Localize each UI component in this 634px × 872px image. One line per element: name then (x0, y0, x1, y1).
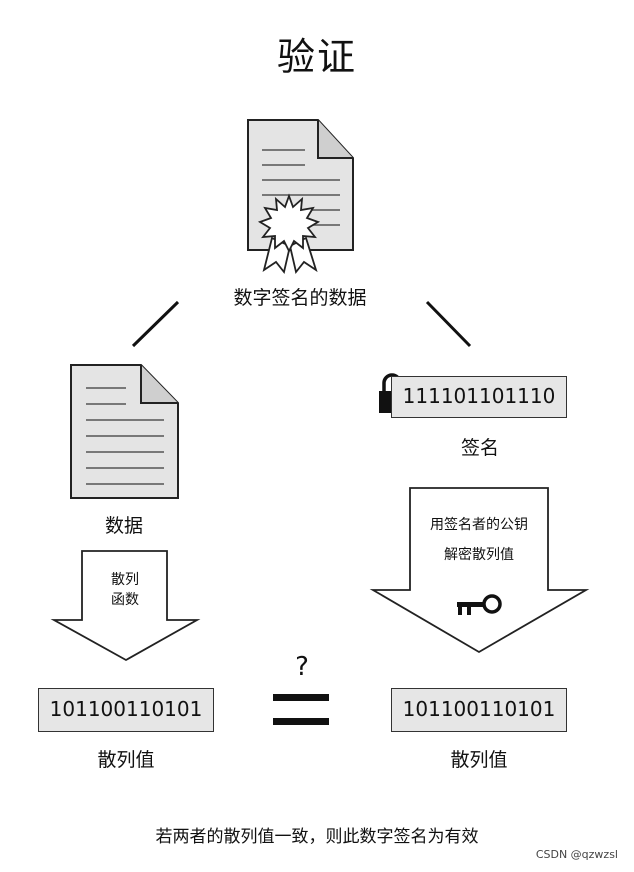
connector-right-line (425, 300, 472, 348)
signed-document-icon (247, 119, 354, 275)
decrypt-line2: 解密散列值 (444, 547, 514, 563)
credit-watermark: CSDN @qzwzsl (535, 848, 618, 861)
decrypt-line1: 用签名者的公钥 (430, 517, 528, 533)
conclusion-text: 若两者的散列值一致，则此数字签名为有效 (155, 827, 479, 847)
decrypt-text: 用签名者的公钥 解密散列值 (412, 510, 546, 570)
hash-right-bits: 101100110101 (402, 697, 556, 721)
hash-right-label: 散列值 (450, 749, 508, 771)
decrypt-arrow (369, 487, 590, 654)
data-document-icon (70, 364, 179, 499)
signature-label: 签名 (460, 437, 499, 459)
hash-function-arrow (50, 550, 201, 662)
hash-right-box: 101100110101 (391, 688, 567, 732)
data-label: 数据 (104, 515, 143, 537)
hash-left-label: 散列值 (97, 749, 155, 771)
compare-question-mark: ? (295, 652, 309, 682)
equals-sign-icon (273, 694, 329, 725)
connector-left-line (131, 300, 180, 348)
hash-function-line1: 散列 (111, 572, 139, 588)
hash-function-text: 散列 函数 (86, 570, 164, 610)
signature-bits: 111101101110 (402, 384, 556, 408)
signature-box: 111101101110 (391, 376, 567, 418)
hash-function-line2: 函数 (111, 592, 139, 608)
page-title: 验证 (276, 35, 357, 79)
hash-left-bits: 101100110101 (49, 697, 203, 721)
key-icon (457, 594, 502, 615)
hash-left-box: 101100110101 (38, 688, 214, 732)
seal-icon (257, 193, 321, 254)
signed-data-label: 数字签名的数据 (233, 287, 367, 309)
